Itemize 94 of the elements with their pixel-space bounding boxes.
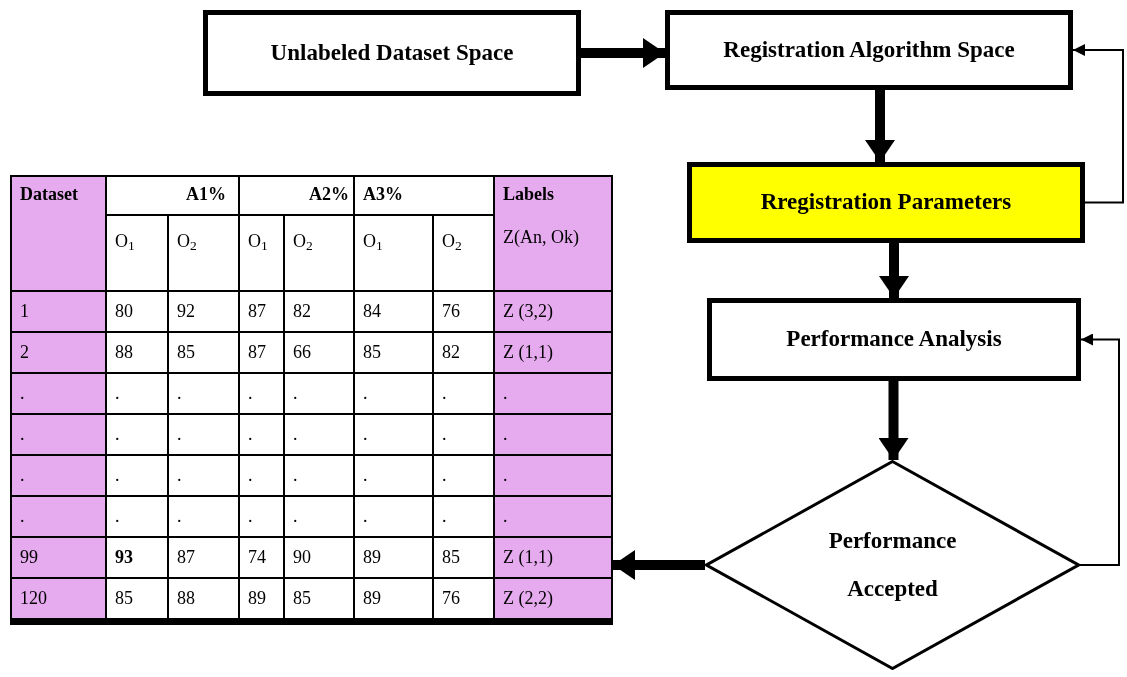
arrow (1072, 44, 1124, 204)
table-cell-text: 85 (363, 341, 381, 364)
process-box (707, 298, 1081, 381)
table-cell-text: O$_{1}$ (115, 230, 135, 255)
table-cell-text: Z (1,1) (503, 546, 553, 569)
table-cell-text: A2% (309, 183, 349, 206)
table-cell-text: . (293, 464, 298, 487)
table-cell-text: . (503, 382, 508, 405)
table-cell-text: 85 (293, 587, 311, 610)
decision-diamond (705, 460, 1080, 670)
table-cell-text: . (115, 382, 120, 405)
thick-arrow (878, 381, 909, 460)
table-cell-text: 93 (115, 546, 133, 569)
table-cell-text: 87 (248, 341, 266, 364)
table-cell-text: 90 (293, 546, 311, 569)
table-cell-text: . (363, 505, 368, 528)
table-cell-text: 88 (115, 341, 133, 364)
table-cell-text: . (248, 505, 253, 528)
table-cell-text: Z (3,2) (503, 300, 553, 323)
node-label: Rregistration Parameters (760, 188, 1012, 217)
table-cell-text: 66 (293, 341, 311, 364)
table-cell-text: 82 (442, 341, 460, 364)
data-table (10, 175, 613, 625)
table-cell-text: 92 (177, 300, 195, 323)
table-cell-text: . (248, 464, 253, 487)
table-cell-text: Z (1,1) (503, 341, 553, 364)
table-cell-text: . (177, 423, 182, 446)
table-cell-text: . (293, 382, 298, 405)
table-cell-text: . (503, 423, 508, 446)
table-cell-text: 99 (20, 546, 38, 569)
arrow (1079, 333, 1120, 566)
table-header-text: Labels (503, 183, 554, 206)
table-cell-text: Z(An, Ok) (503, 226, 579, 249)
table-cell-text: 85 (115, 587, 133, 610)
thick-arrow (879, 243, 909, 298)
table-cell-text: . (248, 423, 253, 446)
node-label: Unlabeled Dataset Space (270, 38, 514, 67)
table-cell-text: 82 (293, 300, 311, 323)
node-label: Performance Analysis (786, 325, 1002, 354)
table-cell-text: A1% (186, 183, 226, 206)
table-cell-text: . (363, 423, 368, 446)
table-cell-text: . (442, 423, 447, 446)
table-cell-text: 85 (177, 341, 195, 364)
process-box (687, 162, 1085, 243)
table-cell-text: . (115, 464, 120, 487)
process-box (203, 10, 581, 96)
table-cell-text: . (115, 505, 120, 528)
table-cell-text: . (503, 464, 508, 487)
table-cell-text: 1 (20, 300, 29, 323)
table-cell-text: 89 (363, 546, 381, 569)
table-cell-text: 88 (177, 587, 195, 610)
table-cell-text: . (20, 464, 25, 487)
node-label: Registration Algorithm Space (723, 35, 1015, 64)
table-cell-text: 89 (363, 587, 381, 610)
table-cell-text: . (20, 382, 25, 405)
table-cell-text: . (363, 464, 368, 487)
table-cell-text: 85 (442, 546, 460, 569)
table-cell-text: 74 (248, 546, 266, 569)
table-cell-text: . (293, 505, 298, 528)
table-cell-text: . (177, 382, 182, 405)
table-cell-text: 87 (248, 300, 266, 323)
table-cell-text: . (248, 382, 253, 405)
table-cell-text: . (115, 423, 120, 446)
table-cell-text: 89 (248, 587, 266, 610)
table-cell-text: O$_{1}$ (363, 230, 383, 255)
table-cell-text: . (503, 505, 508, 528)
table-cell-text: 120 (20, 587, 47, 610)
node-label: Performance Accepted (827, 527, 958, 603)
table-cell-text: Z (2,2) (503, 587, 553, 610)
table-cell-text: . (442, 464, 447, 487)
thick-arrow (865, 90, 895, 162)
table-cell-text: 76 (442, 587, 460, 610)
table-cell-text: . (363, 382, 368, 405)
table-cell-text: 80 (115, 300, 133, 323)
table-cell-text: O$_{2}$ (293, 230, 313, 255)
table-cell-text: . (293, 423, 298, 446)
thick-arrow (613, 550, 705, 580)
table-cell-text: O$_{2}$ (177, 230, 197, 255)
table-cell-text: . (442, 505, 447, 528)
table-cell-text: . (177, 464, 182, 487)
table-cell-text: O$_{2}$ (442, 230, 462, 255)
process-box (665, 10, 1073, 90)
table-cell-text: 87 (177, 546, 195, 569)
table-cell-text: . (177, 505, 182, 528)
table-cell-text: A3% (363, 183, 403, 206)
table-cell-text: 2 (20, 341, 29, 364)
thick-arrow (581, 38, 665, 68)
table-cell-text: O$_{1}$ (248, 230, 268, 255)
table-cell-text: . (20, 423, 25, 446)
table-cell-text: 84 (363, 300, 381, 323)
table-cell-text: . (442, 382, 447, 405)
table-cell-text: Dataset (20, 183, 78, 206)
table-cell-text: . (20, 505, 25, 528)
table-cell-text: 76 (442, 300, 460, 323)
